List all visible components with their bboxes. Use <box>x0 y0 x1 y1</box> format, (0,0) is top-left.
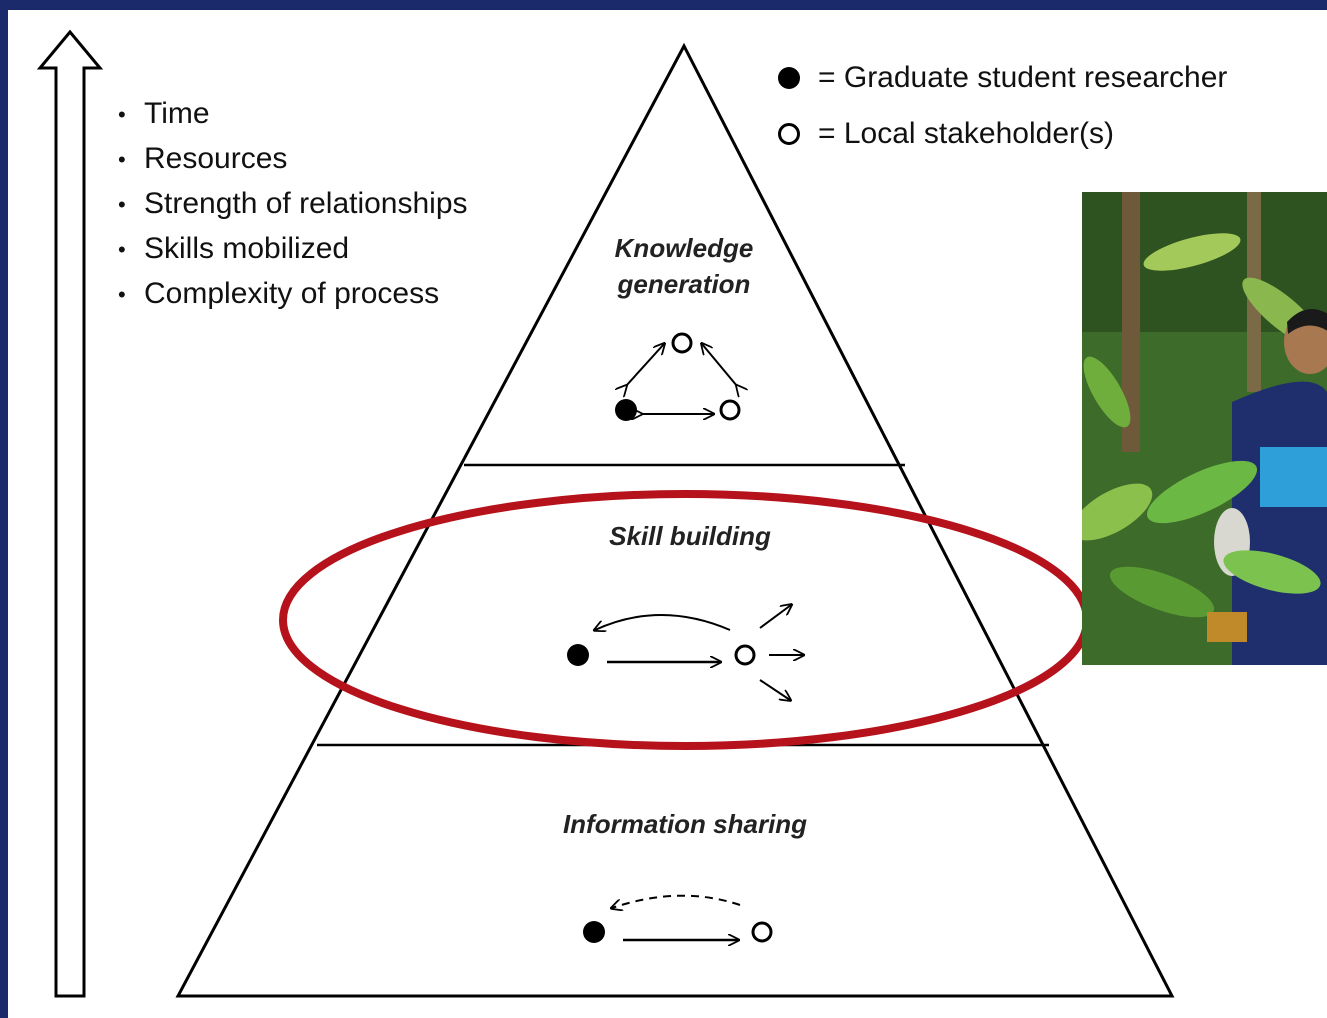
filled-circle-icon <box>778 67 800 89</box>
level-label-skill-building: Skill building <box>609 521 771 551</box>
legend-researcher-label: = Graduate student researcher <box>818 61 1228 94</box>
knowledge-generation-network <box>615 332 741 421</box>
factor-item: Skills mobilized <box>118 227 468 272</box>
open-circle-icon <box>778 123 800 145</box>
legend: = Graduate student researcher = Local st… <box>778 50 1227 162</box>
factor-item: Resources <box>118 137 468 182</box>
field-photo <box>1082 192 1327 665</box>
information-sharing-network <box>583 894 773 943</box>
stakeholder-node <box>734 644 756 666</box>
level-label-knowledge-generation: Knowledge generation <box>614 233 754 299</box>
researcher-node <box>567 644 589 666</box>
level-label-information-sharing: Information sharing <box>562 809 808 839</box>
researcher-node <box>615 399 637 421</box>
stakeholder-node <box>719 399 741 421</box>
stakeholder-node <box>751 921 773 943</box>
legend-row-stakeholder: = Local stakeholder(s) <box>778 106 1227 162</box>
factor-item: Strength of relationships <box>118 182 468 227</box>
increase-arrow <box>36 29 104 998</box>
legend-row-researcher: = Graduate student researcher <box>778 50 1227 106</box>
factor-list: Time Resources Strength of relationships… <box>118 92 468 317</box>
legend-stakeholder-label: = Local stakeholder(s) <box>818 117 1114 150</box>
field-photo-illustration <box>1082 192 1327 665</box>
factor-item: Complexity of process <box>118 272 468 317</box>
stakeholder-node <box>671 332 693 354</box>
factor-item: Time <box>118 92 468 137</box>
researcher-node <box>583 921 605 943</box>
skill-building-network <box>567 605 803 700</box>
